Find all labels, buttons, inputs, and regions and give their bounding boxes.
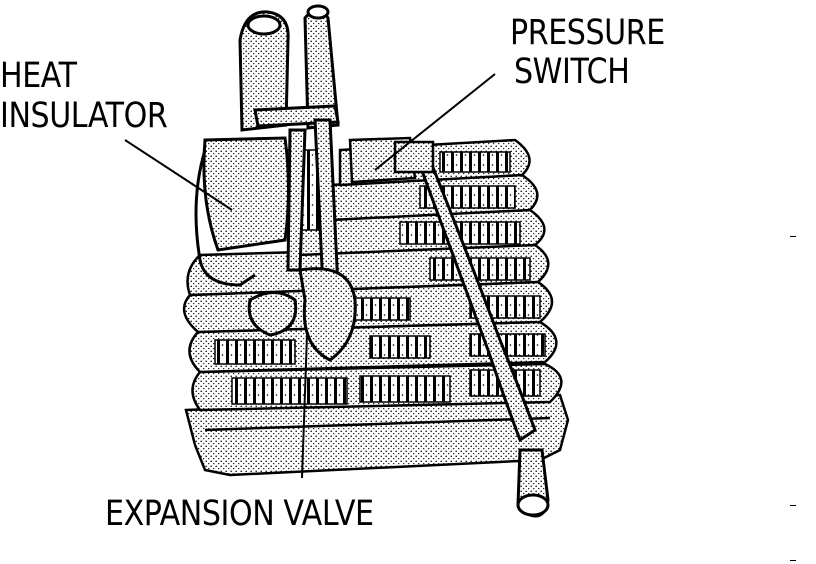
- label-insulator: INSULATOR: [0, 97, 167, 135]
- label-pressure: PRESSURE: [510, 14, 665, 52]
- label-expansion-valve: EXPANSION VALVE: [105, 495, 374, 533]
- margin-tick: [790, 505, 796, 506]
- label-heat: HEAT: [0, 57, 77, 95]
- label-switch: SWITCH: [514, 53, 629, 91]
- margin-tick: [790, 560, 796, 561]
- margin-tick: [790, 236, 796, 237]
